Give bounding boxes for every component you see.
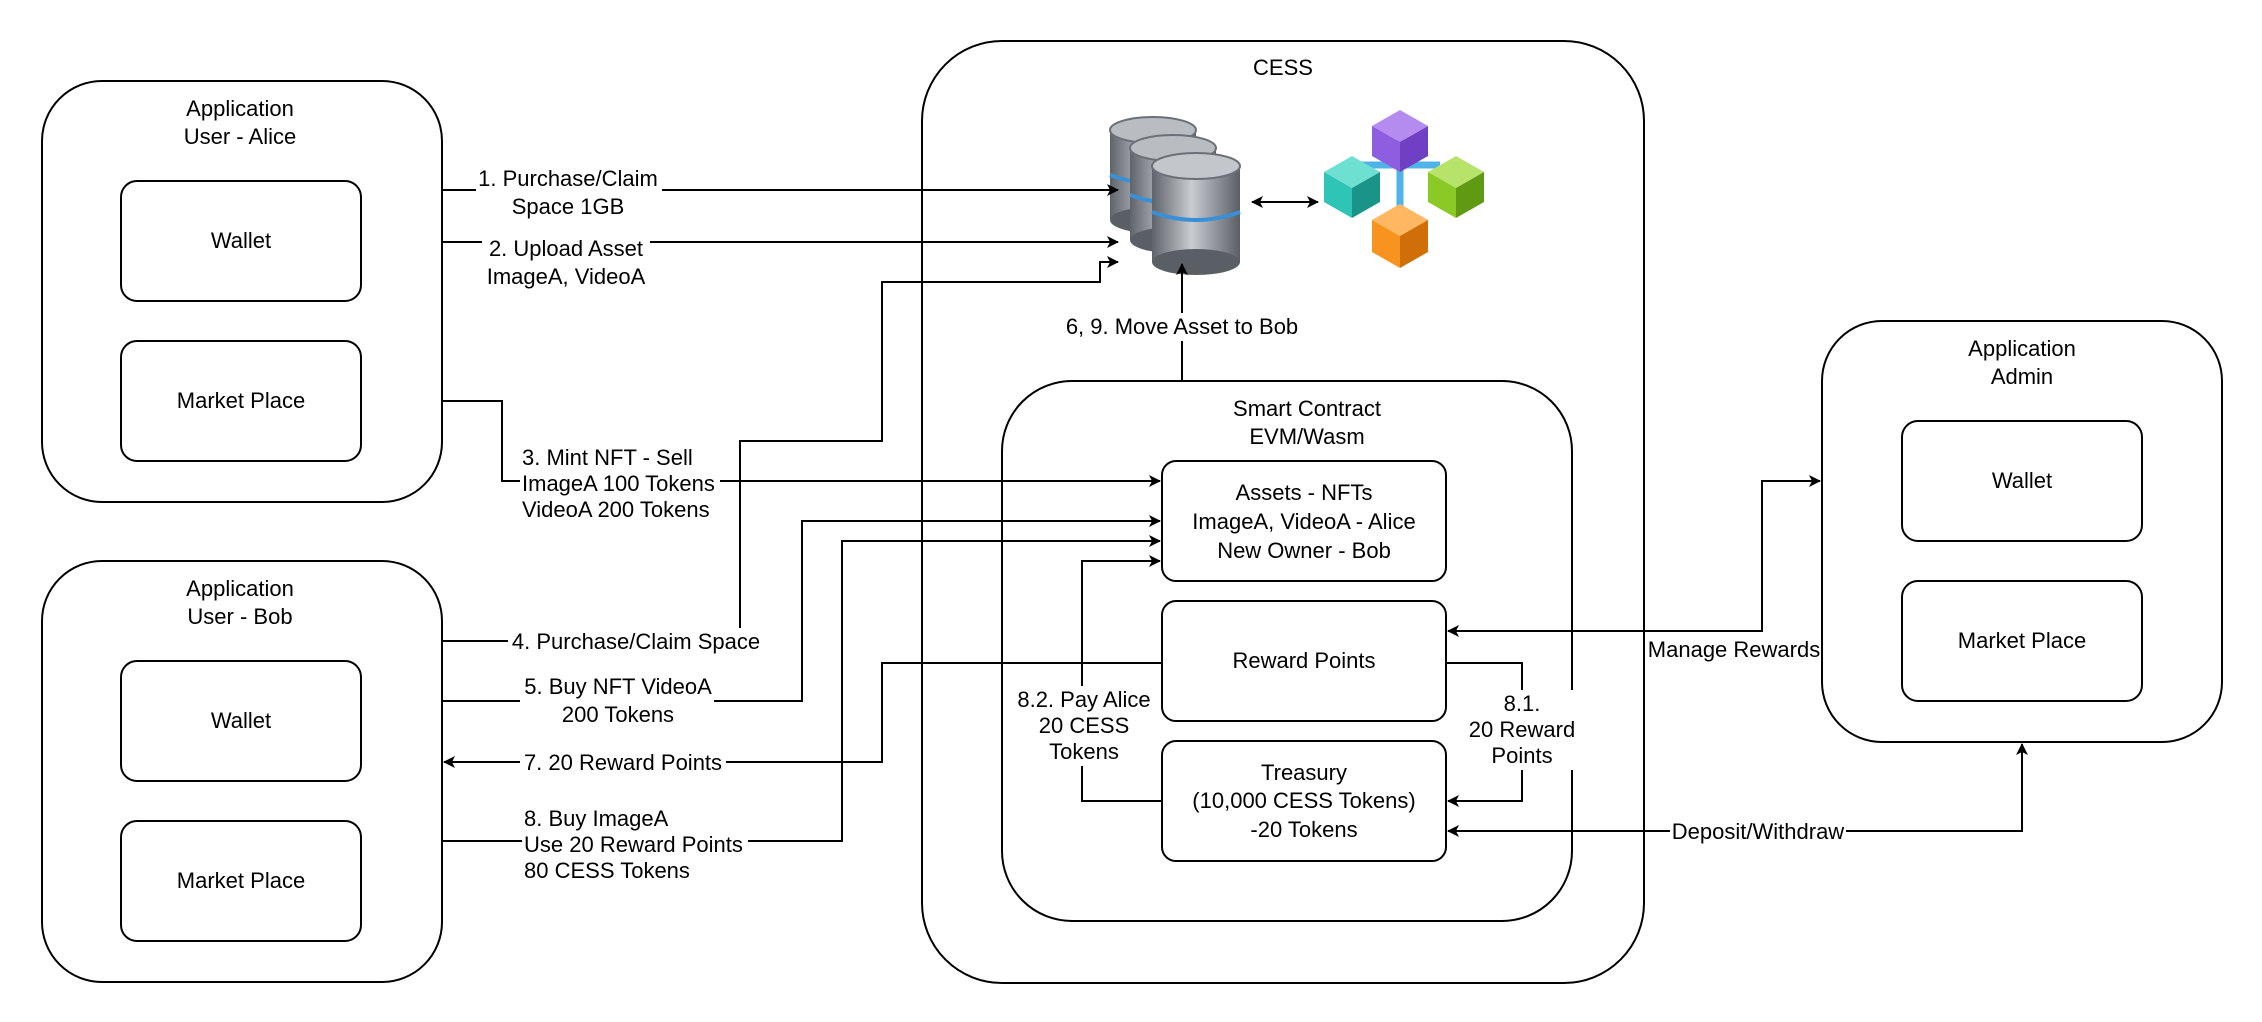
alice-marketplace-label: Market Place bbox=[177, 388, 305, 413]
flow-5-label-2: 200 Tokens bbox=[562, 702, 674, 727]
treasury-line-1: Treasury bbox=[1261, 760, 1347, 785]
flow-8-label-1: 8. Buy ImageA bbox=[524, 806, 669, 831]
alice-wallet-box[interactable]: Wallet bbox=[120, 180, 362, 302]
flow-5-label-1: 5. Buy NFT VideoA bbox=[524, 674, 712, 699]
bob-title-1: Application bbox=[186, 576, 294, 601]
alice-title-2: User - Alice bbox=[184, 124, 296, 149]
flow-3-label-1: 3. Mint NFT - Sell bbox=[522, 445, 693, 470]
admin-marketplace-label: Market Place bbox=[1958, 628, 2086, 653]
bob-marketplace-box[interactable]: Market Place bbox=[120, 820, 362, 942]
sc-title-1: Smart Contract bbox=[1233, 396, 1381, 421]
treasury-line-2: (10,000 CESS Tokens) bbox=[1192, 788, 1415, 813]
manage-rewards-label: Manage Rewards bbox=[1648, 637, 1820, 662]
flow-81-label-1: 8.1. bbox=[1504, 691, 1541, 716]
flow-82-label-2: 20 CESS bbox=[1039, 713, 1130, 738]
flow-82-label-1: 8.2. Pay Alice bbox=[1017, 687, 1150, 712]
bob-app: Application User - Bob Wallet Market Pla… bbox=[41, 560, 443, 983]
flow-3-label-3: VideoA 200 Tokens bbox=[522, 497, 710, 522]
manage-rewards-arrow bbox=[1447, 475, 1821, 637]
deposit-withdraw-label: Deposit/Withdraw bbox=[1672, 819, 1845, 844]
flow-8-label-3: 80 CESS Tokens bbox=[524, 858, 690, 883]
sc-title-2: EVM/Wasm bbox=[1249, 424, 1364, 449]
assets-line-3: New Owner - Bob bbox=[1217, 538, 1391, 563]
flow-4-label: 4. Purchase/Claim Space bbox=[512, 629, 760, 654]
bob-marketplace-label: Market Place bbox=[177, 868, 305, 893]
flow-3-arrow bbox=[442, 400, 1161, 487]
bob-title-2: User - Bob bbox=[187, 604, 292, 629]
flow-1-label-2: Space 1GB bbox=[512, 194, 625, 219]
bob-wallet-box[interactable]: Wallet bbox=[120, 660, 362, 782]
assets-line-2: ImageA, VideoA - Alice bbox=[1192, 509, 1415, 534]
flow-82-label-3: Tokens bbox=[1049, 739, 1119, 764]
admin-title-1: Application bbox=[1968, 336, 2076, 361]
admin-title-2: Admin bbox=[1991, 364, 2053, 389]
reward-points-label: Reward Points bbox=[1232, 648, 1375, 673]
flow-7-label: 7. 20 Reward Points bbox=[524, 750, 722, 775]
reward-points-box[interactable]: Reward Points bbox=[1161, 600, 1447, 722]
flow-4-arrow bbox=[442, 256, 1119, 642]
flow-2-label-1: 2. Upload Asset bbox=[489, 236, 643, 261]
deposit-withdraw-arrow bbox=[1447, 743, 2028, 837]
cess-title: CESS bbox=[1253, 55, 1313, 80]
flow-81-label-2: 20 Reward bbox=[1469, 717, 1575, 742]
bob-wallet-label: Wallet bbox=[211, 708, 271, 733]
flow-82-arrow bbox=[1081, 555, 1162, 802]
flow-1-label-1: 1. Purchase/Claim bbox=[478, 166, 658, 191]
treasury-box[interactable]: Treasury (10,000 CESS Tokens) -20 Tokens bbox=[1161, 740, 1447, 862]
flow-69-label: 6, 9. Move Asset to Bob bbox=[1066, 314, 1298, 339]
treasury-line-3: -20 Tokens bbox=[1250, 817, 1357, 842]
admin-wallet-box[interactable]: Wallet bbox=[1901, 420, 2143, 542]
database-stack-icon bbox=[1109, 116, 1241, 275]
smart-contract: Smart Contract EVM/Wasm Assets - NFTs Im… bbox=[1001, 380, 1573, 922]
alice-title-1: Application bbox=[186, 96, 294, 121]
alice-wallet-label: Wallet bbox=[211, 228, 271, 253]
assets-line-1: Assets - NFTs bbox=[1236, 480, 1373, 505]
assets-nfts-box[interactable]: Assets - NFTs ImageA, VideoA - Alice New… bbox=[1161, 460, 1447, 582]
flow-81-label-3: Points bbox=[1491, 743, 1552, 768]
admin-wallet-label: Wallet bbox=[1992, 468, 2052, 493]
flow-8-label-2: Use 20 Reward Points bbox=[524, 832, 743, 857]
admin-app: Application Admin Wallet Market Place bbox=[1821, 320, 2223, 743]
admin-marketplace-box[interactable]: Market Place bbox=[1901, 580, 2143, 702]
flow-3-label-2: ImageA 100 Tokens bbox=[522, 471, 715, 496]
alice-app: Application User - Alice Wallet Market P… bbox=[41, 80, 443, 503]
blockchain-cubes-icon bbox=[1324, 110, 1484, 268]
flow-2-label-2: ImageA, VideoA bbox=[487, 264, 646, 289]
alice-marketplace-box[interactable]: Market Place bbox=[120, 340, 362, 462]
